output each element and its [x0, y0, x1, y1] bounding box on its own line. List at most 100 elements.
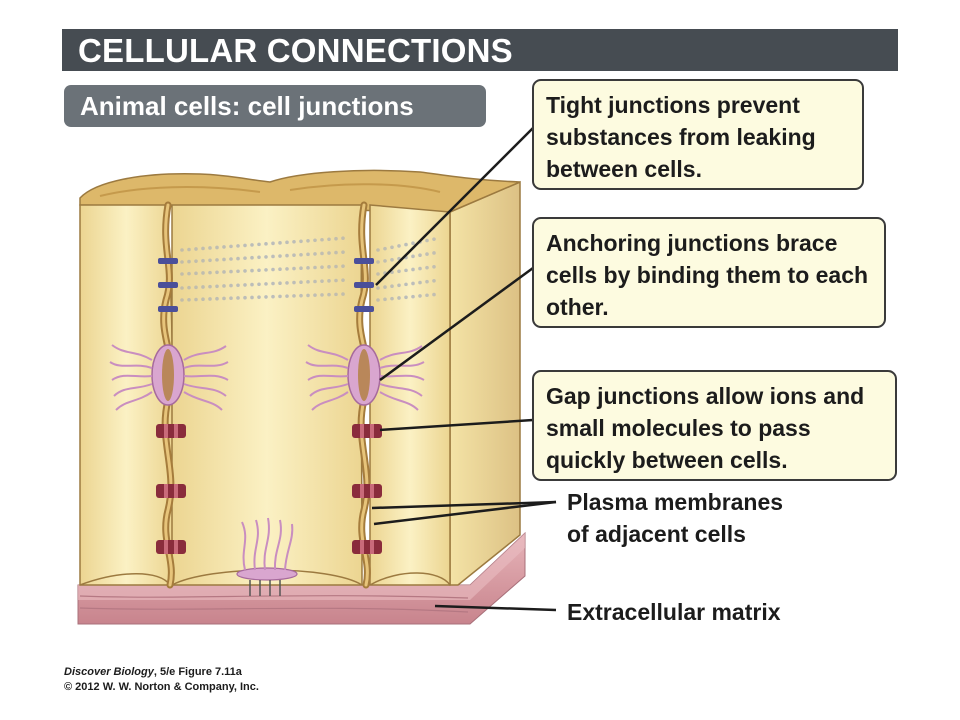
tight-junction-dot — [404, 268, 408, 273]
tight-junction-callout: Tight junctions prevent substances from … — [532, 79, 864, 190]
tight-junction-dot — [215, 258, 219, 262]
tight-junction-dot — [236, 283, 240, 288]
tight-junction-dot — [306, 280, 310, 284]
tight-junction-dot — [334, 236, 338, 241]
tight-junction-dot — [313, 265, 317, 270]
cell-front-faces — [79, 204, 451, 586]
tight-junction-dot — [292, 266, 296, 271]
tight-junction-dot — [299, 293, 303, 298]
tight-junction-dot — [432, 292, 436, 297]
tight-junction-dot — [194, 271, 198, 276]
tight-junction-dot — [201, 285, 205, 289]
extracellular-matrix — [77, 531, 526, 625]
tight-junction-dot — [306, 252, 310, 257]
tight-junction-dot — [236, 244, 240, 248]
tight-junction-dot — [243, 295, 247, 300]
tight-junction-dot — [327, 279, 331, 283]
tight-junction-dot — [229, 269, 233, 274]
tight-junction-dot — [187, 271, 191, 276]
tight-junction-dot — [334, 278, 338, 283]
tight-junction-dot — [250, 243, 254, 247]
tight-junction-dot — [390, 245, 394, 250]
tight-junction-dot — [236, 296, 240, 300]
tight-junction-dot — [299, 280, 303, 284]
tight-junction-dot — [201, 271, 205, 275]
tight-junction-dot — [278, 267, 282, 272]
tight-junction-dot — [383, 259, 387, 263]
tight-junction-dot — [299, 252, 303, 257]
tight-junction-dot — [285, 240, 289, 245]
tight-junction-dot — [264, 255, 268, 259]
tight-junction-dot — [432, 264, 436, 269]
tight-junction-dot — [334, 292, 338, 297]
tight-junction-dot — [229, 244, 233, 249]
tight-junction-dot — [425, 252, 429, 256]
tight-junction-dot — [376, 298, 380, 302]
tight-junction-dot — [313, 252, 317, 256]
tight-junction-dot — [222, 257, 226, 262]
tight-junction-dot — [292, 253, 296, 257]
tight-junction-dot — [180, 286, 184, 290]
figure-credit: Discover Biology, 5/e Figure 7.11a © 201… — [64, 665, 259, 695]
tight-junction-dot — [292, 240, 296, 244]
tight-junction-dot — [327, 251, 331, 255]
tight-junction-dot — [264, 268, 268, 272]
tight-junction-dot — [313, 238, 317, 243]
tight-junction-dot — [180, 298, 184, 302]
plasma-membrane-label: Plasma membranes of adjacent cells — [567, 489, 784, 547]
tight-junction-dot — [257, 295, 261, 299]
tight-junction-dot — [418, 280, 422, 285]
tight-junction-dot — [334, 250, 338, 255]
tight-junction-dot — [425, 265, 429, 270]
tight-junction-dot — [418, 266, 422, 271]
tight-junction-dot — [390, 257, 394, 262]
tight-junction-dot — [271, 254, 275, 259]
tight-junction-dot — [334, 264, 338, 269]
credit-copyright: © 2012 W. W. Norton & Company, Inc. — [64, 681, 259, 693]
tight-junction-dot — [320, 265, 324, 269]
tight-junction-dot — [411, 281, 415, 286]
tight-junction-dot — [411, 267, 415, 272]
tight-junction-dot — [243, 283, 247, 287]
credit-figure: , 5/e Figure 7.11a — [153, 666, 242, 678]
tight-junction-dot — [320, 293, 324, 297]
tight-junction-dot — [376, 248, 380, 252]
tight-junction-dot — [271, 267, 275, 272]
tight-junction-dot — [194, 297, 198, 302]
tight-junction-dot — [257, 268, 261, 273]
tight-junction-dot — [243, 269, 247, 273]
tight-junction-dot — [285, 294, 289, 298]
tight-junction-dot — [390, 284, 394, 288]
tight-junction-dot — [397, 244, 401, 248]
tight-junction-dot — [271, 281, 275, 286]
tight-junction-dot — [201, 297, 205, 302]
anchoring-junctions — [109, 344, 425, 411]
tight-junction-dot — [264, 295, 268, 299]
title-bar: CELLULAR CONNECTIONS — [62, 29, 898, 71]
tight-junction-dot — [180, 272, 184, 276]
tight-junction-dot — [208, 246, 212, 250]
tight-junction-dot — [404, 282, 408, 287]
tight-junction-dot — [320, 237, 324, 242]
tight-junction-dot — [313, 293, 317, 297]
tight-junction-dot — [397, 283, 401, 288]
tight-junction-dot — [320, 251, 324, 256]
tight-junction-dot — [411, 254, 415, 259]
tight-junction-dot — [285, 267, 289, 271]
tight-junction-dot — [243, 256, 247, 260]
tight-junction-dot — [341, 264, 345, 268]
tight-junction-dot — [292, 280, 296, 285]
tight-junction-dot — [208, 270, 212, 275]
subtitle-pill: Animal cells: cell junctions — [64, 85, 486, 127]
anchoring-junction-callout: Anchoring junctions brace cells by bindi… — [532, 217, 886, 328]
tight-junction-dot — [327, 265, 331, 269]
tight-junction-dot — [341, 250, 345, 254]
tight-junction-dot — [411, 241, 415, 246]
tight-junction-dot — [383, 285, 387, 289]
credit-book: Discover Biology — [64, 666, 154, 678]
tight-junction-dot — [278, 254, 282, 258]
tight-junction-dot — [215, 270, 219, 275]
tight-junction-dot — [306, 238, 310, 243]
tight-junction-dot — [425, 293, 429, 298]
tight-junction-dot — [215, 296, 219, 301]
